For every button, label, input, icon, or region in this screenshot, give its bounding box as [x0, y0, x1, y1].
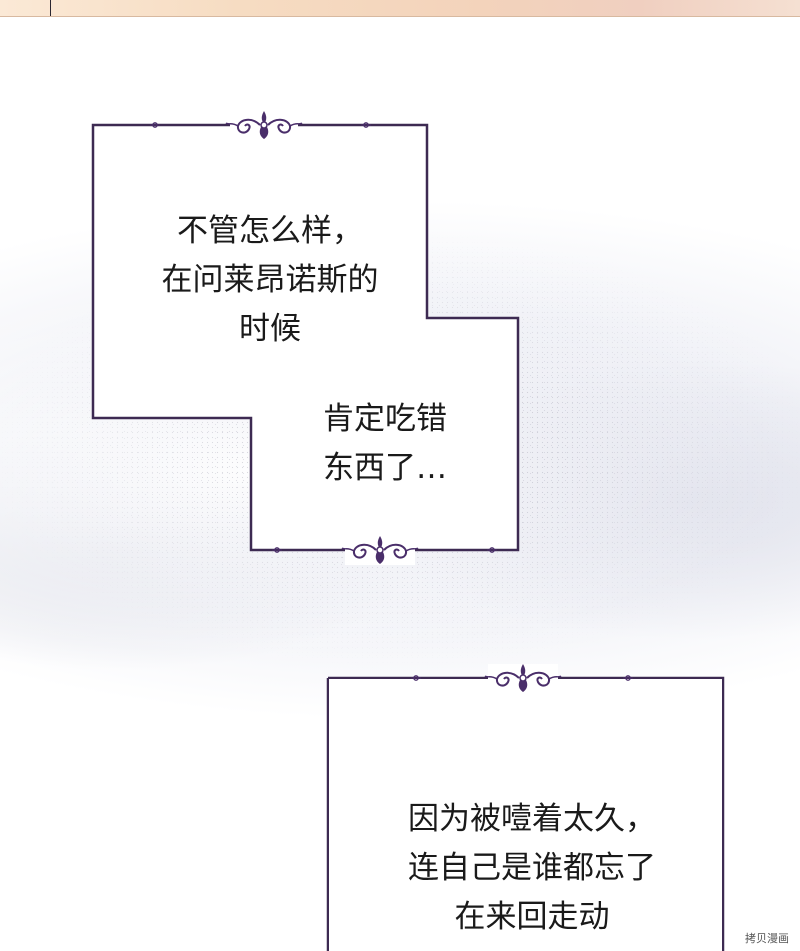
narration-line: 肯定吃错 [323, 401, 447, 437]
narration-text-3: 因为被噎着太久， 连自己是谁都忘了 在来回走动 [382, 795, 682, 942]
narration-line: 在来回走动 [454, 899, 610, 935]
narration-line: 在问莱昂诺斯的 [161, 262, 379, 298]
narration-line: 时候 [239, 311, 301, 347]
narration-text-2: 肯定吃错 东西了… [305, 395, 465, 493]
narration-text-1: 不管怎么样， 在问莱昂诺斯的 时候 [140, 207, 400, 354]
narration-line: 不管怎么样， [177, 213, 363, 249]
panel-frame-edge [50, 0, 51, 16]
site-watermark: 拷贝漫画 [742, 929, 792, 947]
narration-line: 因为被噎着太久， [408, 801, 656, 837]
narration-box-1 [91, 123, 520, 552]
narration-box-2 [326, 676, 725, 951]
narration-line: 东西了… [323, 450, 447, 486]
previous-panel-strip [0, 0, 800, 17]
narration-line: 连自己是谁都忘了 [408, 850, 656, 886]
